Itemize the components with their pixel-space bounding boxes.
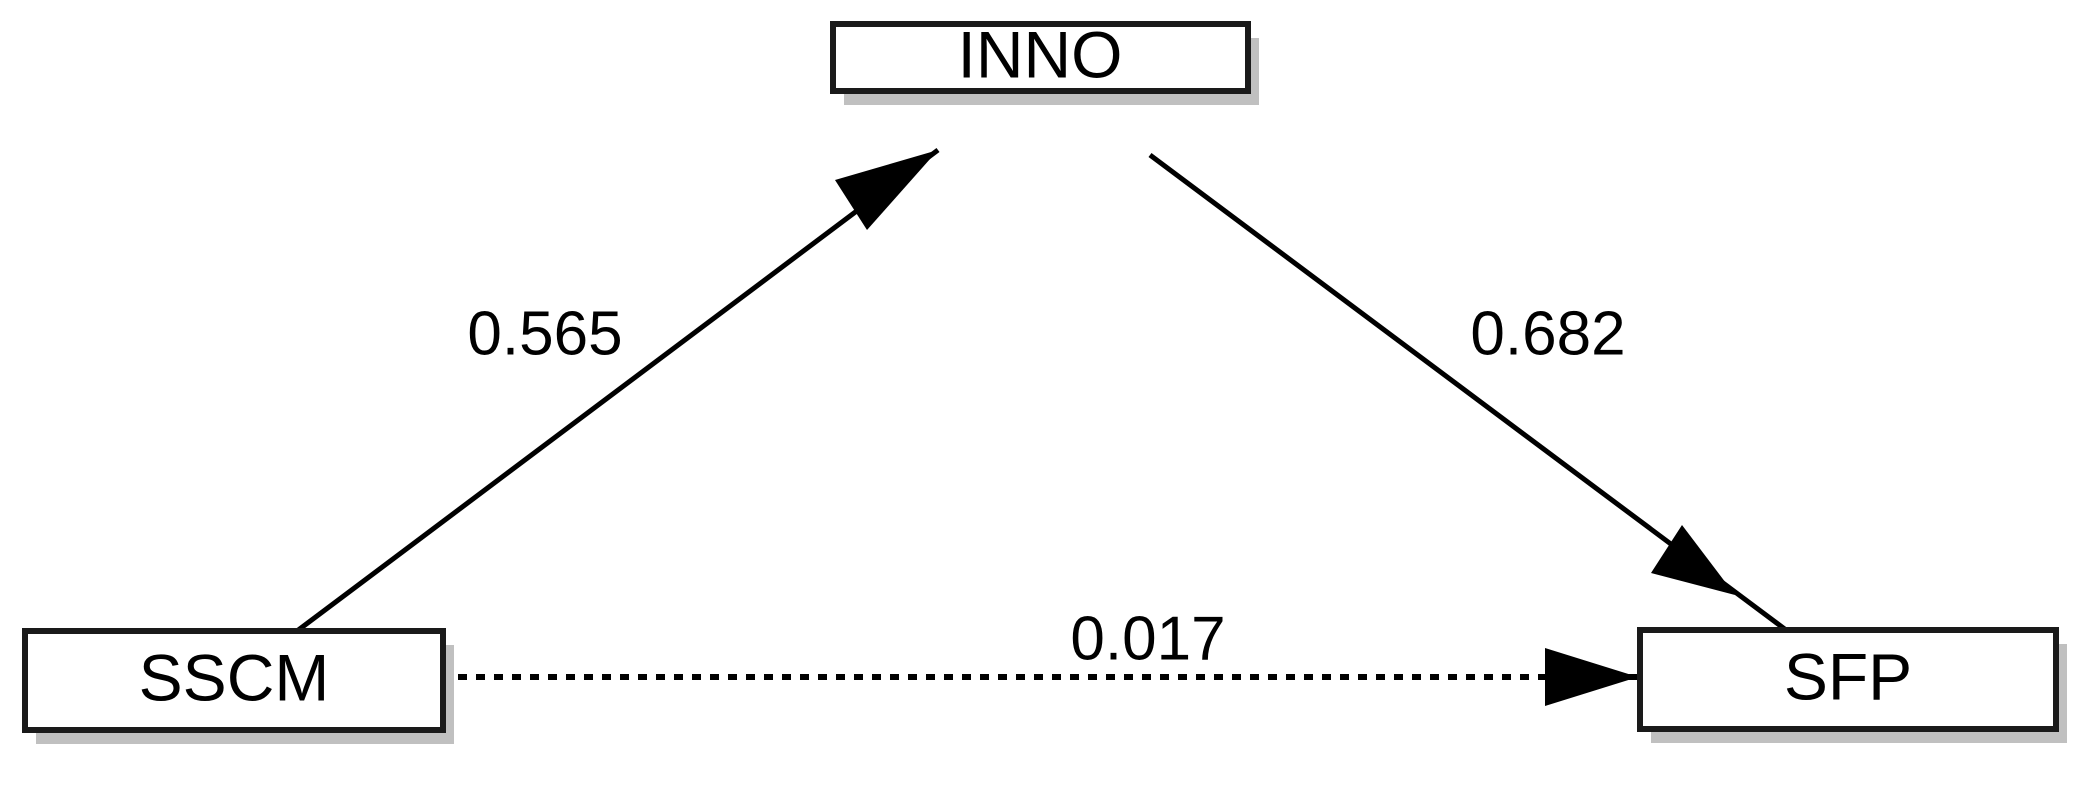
node-label-sfp: SFP [1784,639,1912,713]
node-sscm[interactable]: SSCM [22,628,446,733]
edge-labels: 0.565 0.682 0.017 [460,292,1632,680]
coefficient-label-inno-sfp: 0.682 [1470,299,1625,368]
edge-line-sscm-inno [295,148,940,633]
arrowhead-inno-sfp [1651,525,1735,595]
edge-sscm-to-sfp[interactable] [458,648,1638,706]
arrowhead-sscm-sfp [1545,648,1638,706]
edge-inno-to-sfp[interactable] [1148,152,1792,636]
coefficient-label-sscm-sfp: 0.017 [1070,604,1225,673]
coefficient-label-sscm-inno: 0.565 [467,299,622,368]
edge-sscm-to-inno[interactable] [295,148,940,633]
node-inno[interactable]: INNO [830,17,1251,94]
node-box-sscm [22,628,446,733]
arrowhead-sscm-inno [835,150,938,230]
node-box-sfp [1637,627,2059,732]
node-label-inno: INNO [958,17,1123,91]
node-sfp[interactable]: SFP [1637,627,2059,732]
node-box-inno [830,21,1251,94]
node-label-sscm: SSCM [139,640,330,714]
